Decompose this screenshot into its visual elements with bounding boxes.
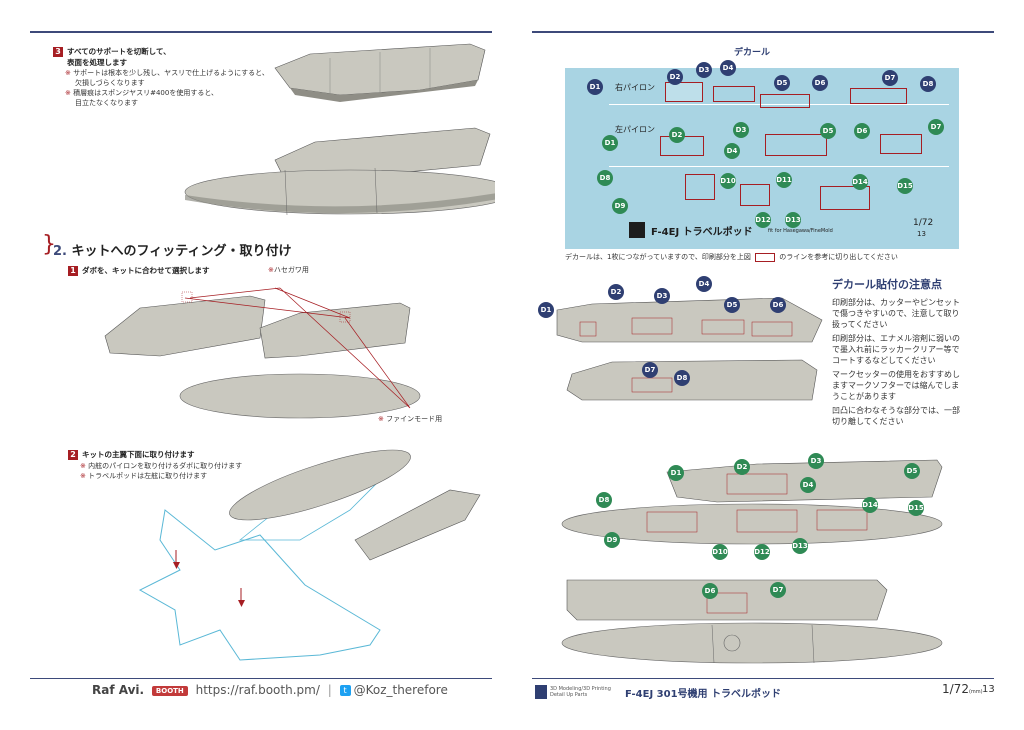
brand-small-text: 3D Modeling/3D Printing Detail Up Parts (550, 686, 611, 698)
pod-d8: D8 (596, 492, 612, 508)
pylon-illustration-top (274, 43, 486, 102)
step-title: すべてのサポートを切断して、 (67, 47, 171, 56)
pod-d15: D15 (908, 500, 924, 516)
pod-illustration-top (184, 127, 495, 216)
sheet-subtitle: fit for Hasegawa/FineMold (768, 228, 833, 234)
twitter-handle[interactable]: @Koz_therefore (353, 683, 448, 697)
pod-d13: D13 (792, 538, 808, 554)
page-number: 13 (982, 684, 995, 695)
brand-logo (535, 685, 547, 699)
caution-paragraph-2: 印刷部分は、エナメル溶剤に弱いので墨入れ前にラッカークリアー等でコートするなどし… (832, 334, 960, 365)
pod-d10: D10 (712, 544, 728, 560)
decal-label-d9: D9 (612, 198, 628, 214)
decal-label-d13: D13 (785, 212, 801, 228)
decal-label-d6: D6 (812, 75, 828, 91)
booth-url[interactable]: https://raf.booth.pm/ (195, 683, 320, 697)
app-d6: D6 (770, 297, 786, 313)
caution-paragraph-1: 印刷部分は、カッターやピンセットで傷つきやすいので、注意して取り扱ってください (832, 298, 960, 329)
decal-note: デカールは、1枚につながっていますので、印刷部分を上図 のラインを参考に切り出し… (565, 252, 898, 262)
decal-label-d5-left: D5 (820, 123, 836, 139)
decal-label-d4: D4 (720, 60, 736, 76)
app-d7: D7 (642, 362, 658, 378)
caution-paragraph-4: 凹凸に合わなそうな部分では、一部切り離してください (832, 406, 960, 426)
footer-rule (532, 678, 994, 679)
sheet-title: F-4EJ トラベルポッド (651, 227, 753, 238)
step3-heading: 3 すべてのサポートを切断して、 表面を処理します (53, 46, 171, 68)
decal-label-d1: D1 (587, 79, 603, 95)
left-footer: Raf Avi. BOOTH https://raf.booth.pm/ | t… (92, 683, 448, 697)
sheet-scale-sub: 13 (917, 230, 926, 238)
decal-label-d11: D11 (776, 172, 792, 188)
app-d8: D8 (674, 370, 690, 386)
booth-badge: BOOTH (151, 685, 188, 696)
decal-label-d1-left: D1 (602, 135, 618, 151)
top-rule (532, 31, 994, 33)
left-pylon-label: 左パイロン (615, 125, 655, 134)
footer-title: F-4EJ 301号機用 トラベルポッド (625, 689, 782, 700)
app-d3: D3 (654, 288, 670, 304)
left-page: 3 すべてのサポートを切断して、 表面を処理します ※ サポートは根本を少し残し、… (30, 31, 495, 697)
callout-hasegawa: ※ハセガワ用 (268, 266, 309, 274)
pod-d2: D2 (734, 459, 750, 475)
step2-notes: ※ 内舷のパイロンを取り付けるダボに取り付けます ※ トラベルポッドは左舷に取り… (80, 462, 243, 480)
decal-label-d14: D14 (852, 174, 868, 190)
fitting-illustration (104, 287, 421, 419)
bottom-d7: D7 (770, 582, 786, 598)
step-number: 3 (53, 47, 63, 57)
decal-label-d8-sheet: D8 (597, 170, 613, 186)
pod-d5: D5 (904, 463, 920, 479)
decal-label-d6-left: D6 (854, 123, 870, 139)
app-d5: D5 (724, 297, 740, 313)
app-d1: D1 (538, 302, 554, 318)
pod-d12: D12 (754, 544, 770, 560)
brand-name: Raf Avi. (92, 683, 145, 697)
decal-label-d4-left: D4 (724, 143, 740, 159)
decal-label-d8: D8 (920, 76, 936, 92)
footer-scale: 1/72(mm) (942, 682, 983, 696)
sheet-logo (629, 222, 645, 238)
bottom-pod-illustration (561, 579, 943, 664)
pod-d3: D3 (808, 453, 824, 469)
twitter-icon: t (339, 685, 351, 696)
bottom-d6: D6 (702, 583, 718, 599)
decal-label-d15: D15 (897, 178, 913, 194)
decal-header: デカール (734, 48, 771, 58)
pod-d4: D4 (800, 477, 816, 493)
decal-label-d2-left: D2 (669, 127, 685, 143)
app-d2: D2 (608, 284, 624, 300)
decal-label-d3: D3 (696, 62, 712, 78)
section-brace: } (42, 232, 56, 257)
top-rule (30, 31, 492, 33)
right-pylon-label: 右パイロン (615, 83, 655, 92)
app-d4: D4 (696, 276, 712, 292)
decal-label-d7-left: D7 (928, 119, 944, 135)
pod-d14: D14 (862, 497, 878, 513)
wing-mount-illustration (138, 449, 481, 661)
caution-paragraph-3: マークセッターの使用をおすすめしますマークソフターでは縮んでしまうことがあります (832, 370, 960, 401)
sheet-scale: 1/72 (913, 218, 934, 228)
right-page: デカール 右パイロン 左パイロン F-4EJ トラベルポッド fit for H… (512, 0, 1024, 730)
callout-finemold: ※ ファインモード用 (378, 415, 443, 423)
decal-label-d3-left: D3 (733, 122, 749, 138)
decal-label-d7: D7 (882, 70, 898, 86)
footer-rule (30, 678, 492, 679)
right-pylon-decal-illustration (556, 297, 823, 401)
pod-d1: D1 (668, 465, 684, 481)
decal-label-d12: D12 (755, 212, 771, 228)
caution-title: デカール貼付の注意点 (832, 278, 942, 291)
pod-d9: D9 (604, 532, 620, 548)
section2-title: 2. キットへのフィッティング・取り付け (53, 244, 292, 259)
decal-label-d5: D5 (774, 75, 790, 91)
decal-label-d10: D10 (720, 173, 736, 189)
step-title-line2: 表面を処理します (67, 58, 127, 67)
step3-notes: ※ サポートは根本を少し残し、ヤスリで仕上げるようにすると、 欠損しづらくなりま… (65, 69, 269, 107)
decal-label-d2: D2 (667, 69, 683, 85)
